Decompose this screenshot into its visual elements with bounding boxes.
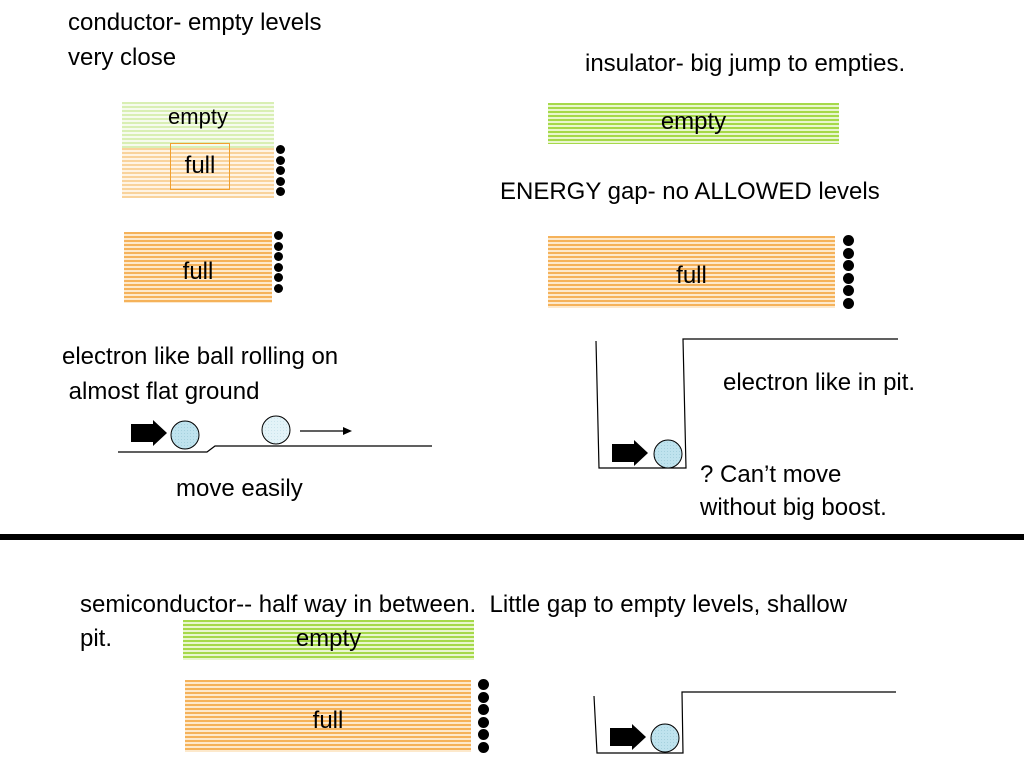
conductor-motion-arrow-icon	[300, 427, 352, 435]
electron-dot	[276, 155, 285, 165]
section-divider	[0, 534, 1024, 540]
semiconductor-empty-label: empty	[295, 625, 362, 652]
insulator-push-arrow-icon	[612, 440, 648, 466]
electron-dot	[276, 166, 285, 175]
electron-dot	[274, 262, 283, 272]
insulator-analogy: electron like in pit.	[723, 369, 916, 396]
conductor-empty-label: empty	[168, 104, 228, 129]
electron-dot	[843, 297, 854, 309]
semiconductor-title-line2: pit.	[80, 625, 113, 652]
electron-dot	[274, 252, 283, 261]
electron-dot	[478, 679, 489, 690]
conductor-electrons-upper	[276, 145, 286, 198]
electron-dot	[276, 145, 285, 154]
electron-dot	[276, 187, 285, 196]
insulator-full-band: full	[548, 236, 835, 308]
electron-dot	[843, 235, 854, 246]
conductor-electrons-lower	[274, 231, 284, 294]
conductor-full-label: full	[182, 258, 214, 285]
insulator-pit-outline	[595, 338, 898, 469]
insulator-empty-label: empty	[660, 108, 727, 135]
electron-dot	[478, 729, 489, 740]
conductor-full-inner-box: full	[170, 143, 230, 190]
conductor-full-band: full	[124, 232, 272, 303]
insulator-empty-band: empty	[548, 103, 839, 144]
electron-dot	[478, 691, 489, 703]
electron-dot	[276, 176, 285, 186]
insulator-gap-label: ENERGY gap- no ALLOWED levels	[500, 178, 880, 205]
conductor-ground-line	[118, 445, 432, 453]
conductor-ball-moving	[261, 415, 291, 445]
insulator-result-line2: without big boost.	[700, 494, 887, 521]
electron-dot	[274, 231, 283, 240]
insulator-electrons	[843, 235, 854, 310]
semiconductor-ball	[650, 723, 680, 753]
conductor-full-inner-label: full	[184, 152, 216, 179]
electron-dot	[274, 241, 283, 251]
electron-dot	[274, 273, 283, 282]
semiconductor-title-line1: semiconductor-- half way in between. Lit…	[80, 591, 848, 618]
semiconductor-full-label: full	[312, 707, 344, 734]
electron-dot	[478, 716, 489, 728]
conductor-push-arrow-icon	[131, 420, 167, 446]
electron-dot	[274, 283, 283, 293]
electron-dot	[843, 247, 854, 259]
insulator-result-line1: ? Can’t move	[700, 461, 842, 488]
conductor-title-line2: very close	[68, 44, 177, 71]
semiconductor-push-arrow-icon	[610, 724, 646, 750]
insulator-ball	[653, 439, 683, 469]
conductor-analogy-line2: almost flat ground	[62, 378, 260, 405]
electron-dot	[843, 285, 854, 296]
conductor-analogy-line1: electron like ball rolling on	[62, 343, 339, 370]
semiconductor-empty-band: empty	[183, 620, 474, 660]
semiconductor-pit-outline	[593, 691, 896, 754]
electron-dot	[843, 260, 854, 271]
semiconductor-electrons	[478, 679, 489, 754]
conductor-empty-band: empty	[122, 102, 274, 148]
insulator-full-label: full	[676, 262, 707, 289]
electron-dot	[478, 741, 489, 753]
insulator-title: insulator- big jump to empties.	[585, 50, 906, 77]
electron-dot	[843, 272, 854, 284]
conductor-title-line1: conductor- empty levels	[68, 9, 322, 36]
electron-dot	[478, 704, 489, 715]
semiconductor-full-band: full	[185, 680, 471, 752]
conductor-result: move easily	[176, 475, 303, 502]
conductor-ball-start	[170, 420, 200, 450]
